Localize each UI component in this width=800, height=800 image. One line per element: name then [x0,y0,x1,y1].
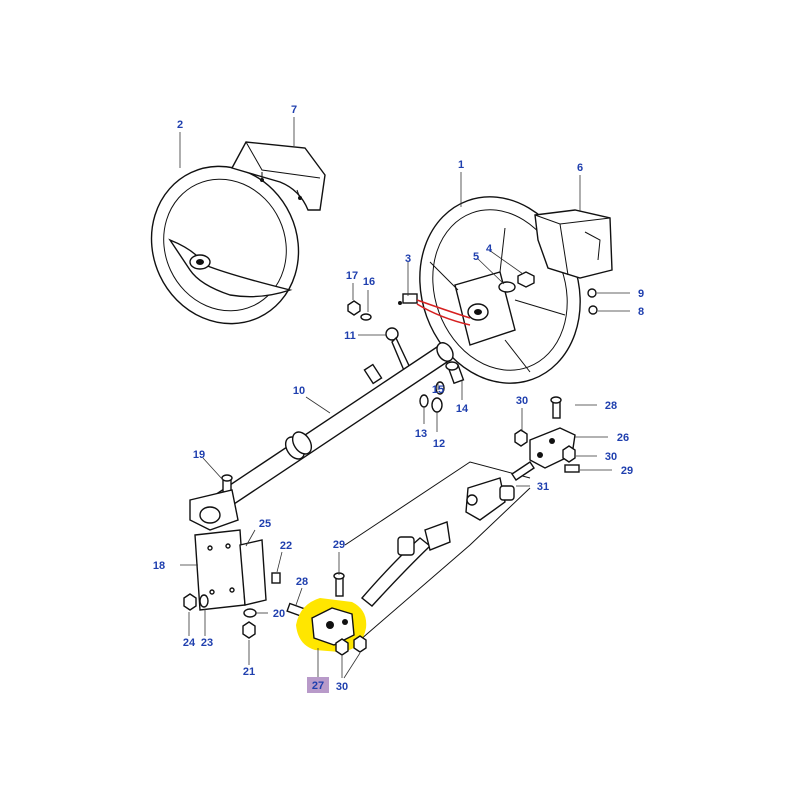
callout-27-highlight-box [307,677,329,693]
nut-24[interactable] [183,593,197,611]
callout-6: 6 [577,162,583,174]
nut-21[interactable] [242,621,256,639]
washer-16[interactable] [360,313,372,321]
bolt-14[interactable] [445,361,465,385]
bolt-22[interactable] [271,572,281,584]
steering-wheel-2[interactable] [126,142,324,348]
steering-column-10[interactable] [214,340,456,511]
bolt-19[interactable] [221,474,233,493]
washer-23[interactable] [199,594,209,608]
callout-31: 31 [537,481,549,493]
horn-cover-7[interactable] [230,141,326,211]
callout-29-lower: 29 [333,539,345,551]
intermediate-shaft-31[interactable] [344,461,535,641]
callout-27: 27 [312,680,324,692]
callout-20: 20 [273,608,285,620]
callout-7: 7 [291,104,297,116]
callout-12: 12 [433,438,445,450]
callout-24: 24 [183,637,196,649]
callout-1: 1 [458,159,464,171]
callout-14: 14 [456,403,469,415]
screw-8[interactable] [588,305,598,315]
mounting-plate-18[interactable] [194,529,267,611]
universal-joint-27-highlighted[interactable] [296,598,367,652]
callout-10: 10 [293,385,305,397]
callout-23: 23 [201,637,213,649]
callout-8: 8 [638,306,644,318]
callout-30-mid: 30 [605,451,617,463]
callout-labels: 1 2 3 4 5 6 7 8 9 10 11 12 13 14 15 16 1… [153,104,644,693]
callout-22: 22 [280,540,292,552]
callout-2: 2 [177,119,183,131]
callout-21: 21 [243,666,255,678]
switch-housing-6[interactable] [534,209,613,279]
callout-30-lower: 30 [336,681,348,693]
nut-30-lower-b[interactable] [353,635,367,653]
callout-4: 4 [486,243,493,255]
red-wire [416,299,471,319]
bolt-28-upper[interactable] [550,396,562,419]
callout-25: 25 [259,518,271,530]
callout-26: 26 [617,432,629,444]
callout-17: 17 [346,270,358,282]
callout-5: 5 [473,251,479,263]
callout-13: 13 [415,428,427,440]
nut-30-mid[interactable] [562,445,576,463]
screw-9[interactable] [587,288,597,298]
nut-17[interactable] [347,300,361,316]
callout-19: 19 [193,449,205,461]
callout-16: 16 [363,276,375,288]
red-wire-2 [416,303,471,326]
callout-28-upper: 28 [605,400,617,412]
washer-5[interactable] [498,281,516,293]
bolt-12[interactable] [431,397,443,413]
callout-30-upper: 30 [516,395,528,407]
washer-13[interactable] [419,394,429,408]
nut-30-upper[interactable] [514,429,528,447]
callout-3: 3 [405,253,411,265]
bolt-29-upper[interactable] [564,464,580,473]
nut-30-lower-a[interactable] [335,638,349,656]
callout-28-lower: 28 [296,576,308,588]
washer-20[interactable] [243,608,257,618]
column-clamp[interactable] [189,489,239,531]
leader-lines [179,117,630,679]
bolt-29-lower[interactable] [333,572,345,597]
callout-15: 15 [432,384,444,396]
nut-4[interactable] [517,271,535,288]
horn-contact-3[interactable] [398,293,471,326]
callout-29-upper: 29 [621,465,633,477]
callout-11: 11 [344,330,356,342]
callout-18: 18 [153,560,165,572]
callout-9: 9 [638,288,644,300]
